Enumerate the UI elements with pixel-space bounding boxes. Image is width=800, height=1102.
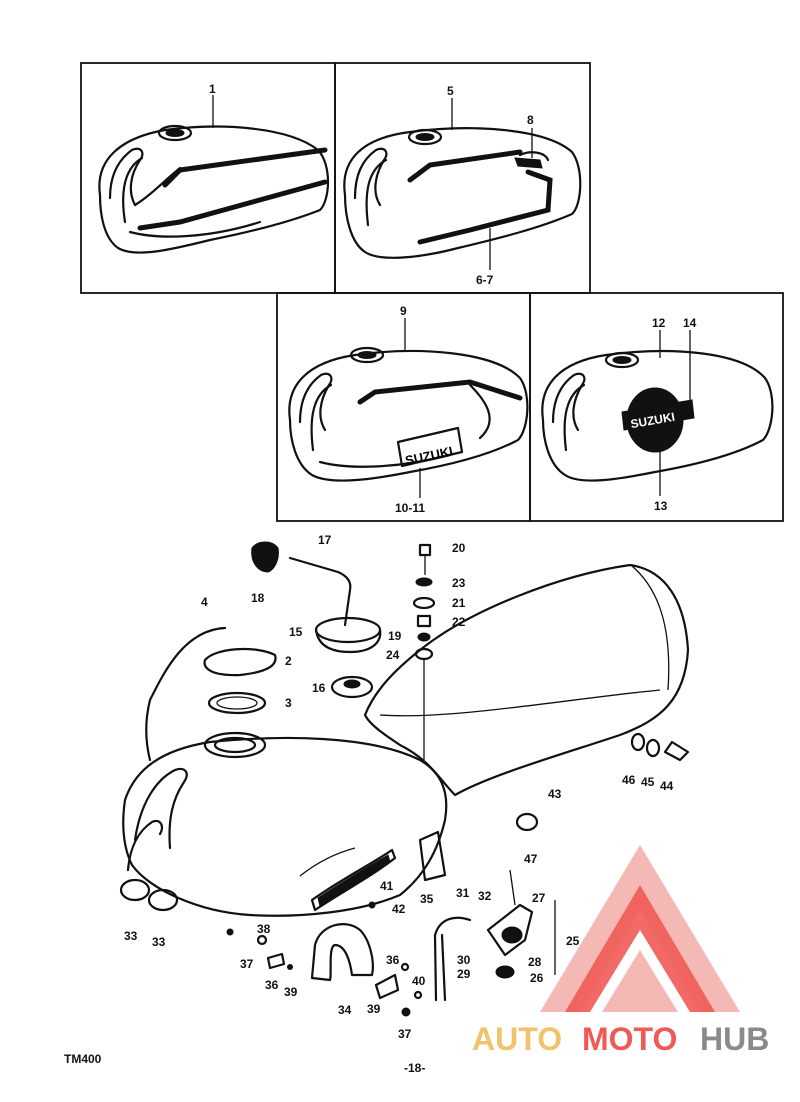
label-24: 24	[386, 648, 400, 662]
seat	[363, 563, 690, 797]
watermark-auto: AUTO	[472, 1021, 562, 1057]
label-33-right: 33	[152, 935, 166, 949]
label-35: 35	[420, 892, 434, 906]
label-27: 27	[532, 891, 546, 905]
label-8: 8	[527, 113, 534, 127]
label-3: 3	[285, 696, 292, 710]
main-exploded-view	[119, 541, 690, 1017]
label-33-left: 33	[124, 929, 138, 943]
label-15: 15	[289, 625, 303, 639]
label-28: 28	[528, 955, 542, 969]
watermark-moto: MOTO	[582, 1021, 677, 1057]
page-number: -18-	[404, 1061, 425, 1075]
label-43: 43	[548, 787, 562, 801]
panel-tank-1	[80, 62, 336, 294]
label-37-left: 37	[240, 957, 254, 971]
part-labels: 1 5 8 6-7 9 10-11 12 14 13 17 18 20 23 2…	[124, 82, 697, 1041]
label-18: 18	[251, 591, 265, 605]
label-16: 16	[312, 681, 326, 695]
label-31: 31	[456, 886, 470, 900]
label-12: 12	[652, 316, 666, 330]
label-23: 23	[452, 576, 466, 590]
label-40: 40	[412, 974, 426, 988]
label-30: 30	[457, 953, 471, 967]
panel-tank-12	[529, 292, 784, 522]
fuel-tank-5	[343, 98, 582, 270]
label-25: 25	[566, 934, 580, 948]
label-46: 46	[622, 773, 636, 787]
fuel-tank-12: SUZUKI	[541, 330, 774, 496]
label-19: 19	[388, 629, 402, 643]
automotohub-logo: AUTO MOTO HUB	[472, 845, 769, 1057]
label-22: 22	[452, 615, 466, 629]
label-4: 4	[201, 595, 208, 609]
label-1: 1	[209, 82, 216, 96]
model-code: TM400	[64, 1052, 102, 1066]
label-20: 20	[452, 541, 466, 555]
label-39-right: 39	[367, 1002, 381, 1016]
label-45: 45	[641, 775, 655, 789]
watermark-hub: HUB	[700, 1021, 769, 1057]
label-32: 32	[478, 889, 492, 903]
label-5: 5	[447, 84, 454, 98]
fuel-tank-1	[98, 95, 329, 254]
main-fuel-tank	[122, 736, 448, 917]
label-37-right: 37	[398, 1027, 412, 1041]
label-10-11: 10-11	[395, 501, 425, 515]
label-29: 29	[457, 967, 471, 981]
label-21: 21	[452, 596, 466, 610]
label-9: 9	[400, 304, 407, 318]
label-39-left: 39	[284, 985, 298, 999]
label-36-left: 36	[265, 978, 279, 992]
label-2: 2	[285, 654, 292, 668]
label-36-right: 36	[386, 953, 400, 967]
label-13: 13	[654, 499, 668, 513]
label-38: 38	[257, 922, 271, 936]
label-41: 41	[380, 879, 394, 893]
fuel-tank-9: SUZUKI	[288, 318, 529, 498]
label-26: 26	[530, 971, 544, 985]
label-14: 14	[683, 316, 697, 330]
label-47: 47	[524, 852, 538, 866]
tank-variant-panels	[80, 62, 784, 522]
label-44: 44	[660, 779, 674, 793]
label-34: 34	[338, 1003, 352, 1017]
label-42: 42	[392, 902, 406, 916]
label-17: 17	[318, 533, 332, 547]
label-6-7: 6-7	[476, 273, 494, 287]
